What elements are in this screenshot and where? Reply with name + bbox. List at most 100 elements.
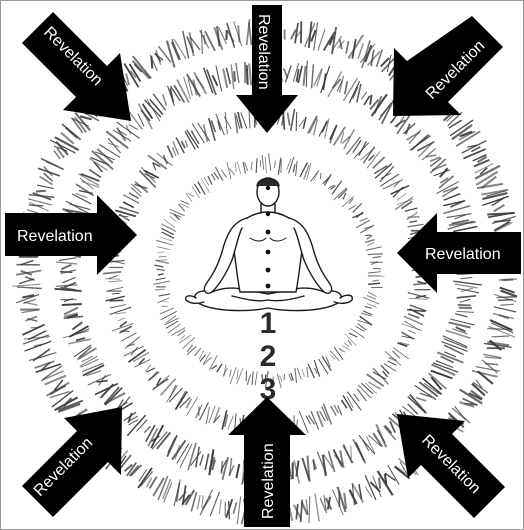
ring-hatch-mark: [122, 201, 135, 209]
ring-hatch-mark: [78, 189, 93, 195]
ring-hatch-mark: [473, 158, 490, 168]
ring-hatch-mark: [318, 358, 329, 375]
ring-hatch-mark: [216, 363, 223, 373]
arrow-bottom: Revelation: [228, 397, 306, 527]
ring-hatch-mark: [27, 330, 47, 341]
ring-hatch-mark: [417, 142, 433, 158]
ring-hatch-mark: [153, 280, 171, 285]
ring-hatch-mark: [407, 292, 430, 299]
ring-hatch-mark: [372, 371, 387, 380]
ring-hatch-mark: [163, 218, 176, 228]
ring-hatch-mark: [166, 145, 174, 159]
ring-hatch-mark: [203, 177, 210, 186]
ring-hatch-mark: [305, 415, 311, 425]
ring-hatch-mark: [156, 377, 162, 386]
ring-hatch-mark: [340, 399, 348, 409]
ring-hatch-mark: [368, 154, 375, 162]
ring-hatch-mark: [404, 207, 418, 212]
ring-hatch-mark: [108, 280, 123, 283]
ring-hatch-mark: [74, 116, 88, 133]
ring-hatch-mark: [389, 420, 396, 433]
ring-hatch-mark: [481, 359, 498, 374]
ring-hatch-mark: [324, 497, 333, 510]
ring-hatch-mark: [186, 346, 197, 355]
ring-hatch-mark: [308, 115, 318, 134]
ring-hatch-mark: [167, 437, 176, 454]
ring-hatch-mark: [352, 86, 359, 99]
ring-hatch-mark: [372, 475, 382, 498]
ring-hatch-mark: [75, 183, 95, 197]
ring-hatch-mark: [169, 384, 177, 399]
ring-hatch-mark: [392, 186, 404, 198]
ring-hatch-mark: [225, 67, 232, 85]
ring-hatch-mark: [368, 434, 381, 447]
ring-hatch-mark: [312, 118, 319, 136]
ring-hatch-mark: [22, 294, 35, 299]
ring-hatch-mark: [344, 333, 357, 347]
ring-hatch-mark: [234, 112, 239, 134]
ring-hatch-mark: [202, 124, 209, 142]
ring-hatch-mark: [392, 347, 409, 360]
ring-hatch-mark: [380, 57, 390, 67]
ring-hatch-mark: [156, 431, 172, 450]
ring-hatch-mark: [322, 453, 334, 469]
ring-hatch-mark: [396, 193, 407, 201]
ring-hatch-mark: [206, 69, 217, 96]
ring-hatch-mark: [348, 197, 354, 205]
ring-hatch-mark: [218, 499, 222, 514]
ring-hatch-mark: [407, 309, 426, 313]
ring-hatch-mark: [288, 373, 293, 382]
ring-hatch-mark: [181, 485, 187, 506]
ring-hatch-mark: [357, 319, 371, 325]
ring-hatch-mark: [198, 350, 205, 360]
ring-hatch-mark: [366, 373, 385, 387]
ring-hatch-mark: [56, 147, 65, 159]
ring-hatch-mark: [436, 181, 459, 195]
ring-hatch-mark: [362, 296, 380, 305]
ring-hatch-mark: [39, 361, 51, 372]
ring-hatch-mark: [343, 128, 355, 150]
ring-hatch-mark: [374, 163, 393, 179]
ring-hatch-mark: [159, 378, 177, 396]
ring-hatch-mark: [347, 391, 362, 411]
ring-hatch-mark: [407, 403, 419, 415]
ring-hatch-mark: [180, 200, 190, 205]
ring-hatch-mark: [323, 495, 328, 514]
ring-hatch-mark: [361, 91, 368, 100]
ring-hatch-mark: [204, 453, 210, 471]
ring-hatch-mark: [397, 342, 408, 348]
ring-hatch-mark: [214, 166, 224, 181]
ring-hatch-mark: [197, 122, 211, 142]
ring-hatch-mark: [196, 495, 201, 510]
ring-hatch-mark: [126, 414, 147, 437]
ring-hatch-mark: [245, 65, 249, 85]
ring-hatch-mark: [394, 465, 411, 480]
level-number-3: 3: [260, 373, 277, 406]
ring-hatch-mark: [63, 306, 79, 316]
ring-hatch-mark: [157, 273, 164, 276]
ring-hatch-mark: [213, 27, 224, 51]
ring-hatch-mark: [477, 155, 488, 164]
ring-hatch-mark: [290, 372, 294, 381]
ring-hatch-mark: [128, 63, 142, 82]
ring-hatch-mark: [73, 344, 92, 358]
ring-hatch-mark: [161, 227, 175, 236]
ring-hatch-mark: [75, 192, 88, 199]
ring-hatch-mark: [176, 443, 190, 464]
ring-hatch-mark: [327, 450, 336, 473]
ring-hatch-mark: [282, 68, 289, 79]
ring-hatch-mark: [302, 65, 307, 86]
ring-hatch-mark: [468, 392, 483, 401]
ring-hatch-mark: [475, 379, 483, 389]
ring-hatch-mark: [62, 397, 73, 408]
ring-hatch-mark: [444, 351, 457, 358]
ring-hatch-mark: [362, 146, 376, 164]
ring-hatch-mark: [213, 172, 220, 180]
ring-hatch-mark: [28, 201, 49, 212]
ring-hatch-mark: [493, 306, 517, 313]
ring-hatch-mark: [171, 41, 180, 61]
ring-hatch-mark: [109, 306, 132, 316]
ring-hatch-mark: [455, 313, 468, 318]
ring-hatch-mark: [140, 109, 151, 122]
ring-hatch-mark: [348, 489, 358, 505]
